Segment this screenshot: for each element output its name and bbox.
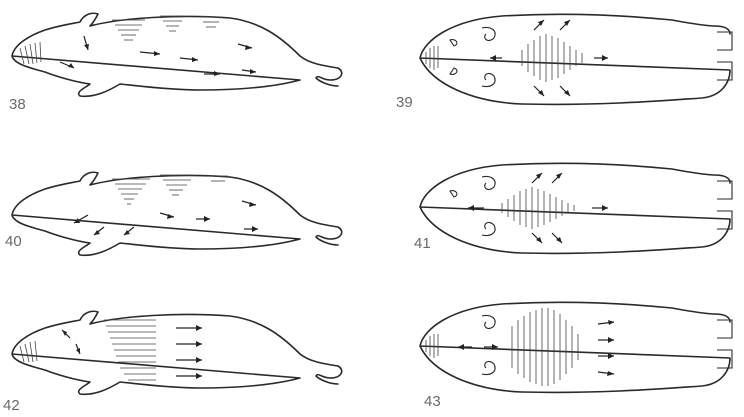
figure-number: 39 xyxy=(396,94,413,111)
figure-40-lateral: 40 xyxy=(0,139,372,278)
rat-lateral-drawing xyxy=(0,139,372,278)
rat-lateral-drawing xyxy=(0,278,372,417)
figure-number: 40 xyxy=(5,233,22,250)
hair-arrows xyxy=(62,325,202,379)
figure-43-ventral: 43 xyxy=(372,278,744,417)
hair-arrows xyxy=(60,36,256,76)
shoulder-band-hatching xyxy=(104,320,156,380)
face-hatching xyxy=(20,42,41,64)
figure-39-ventral: 39 xyxy=(372,0,744,139)
figure-number: 38 xyxy=(9,96,26,113)
figure-number: 43 xyxy=(424,393,441,410)
belly-whorl-hatching xyxy=(426,34,582,82)
figure-42-lateral: 42 xyxy=(0,278,372,417)
belly-whorl-hatching xyxy=(502,187,574,229)
hair-arrows xyxy=(74,201,258,235)
figure-number: 42 xyxy=(3,397,20,414)
rat-lateral-drawing xyxy=(0,0,372,139)
rat-ventral-drawing xyxy=(372,0,744,139)
shoulder-whorl-hatching xyxy=(112,175,228,204)
figure-41-ventral: 41 xyxy=(372,139,744,278)
figure-38-lateral: 38 xyxy=(0,0,372,139)
hair-arrows xyxy=(490,20,608,96)
face-hatching xyxy=(20,341,37,362)
shoulder-whorl-hatching xyxy=(112,16,222,40)
belly-whorl-hatching xyxy=(512,308,578,386)
figure-number: 41 xyxy=(414,235,431,252)
rat-ventral-drawing xyxy=(372,139,744,278)
